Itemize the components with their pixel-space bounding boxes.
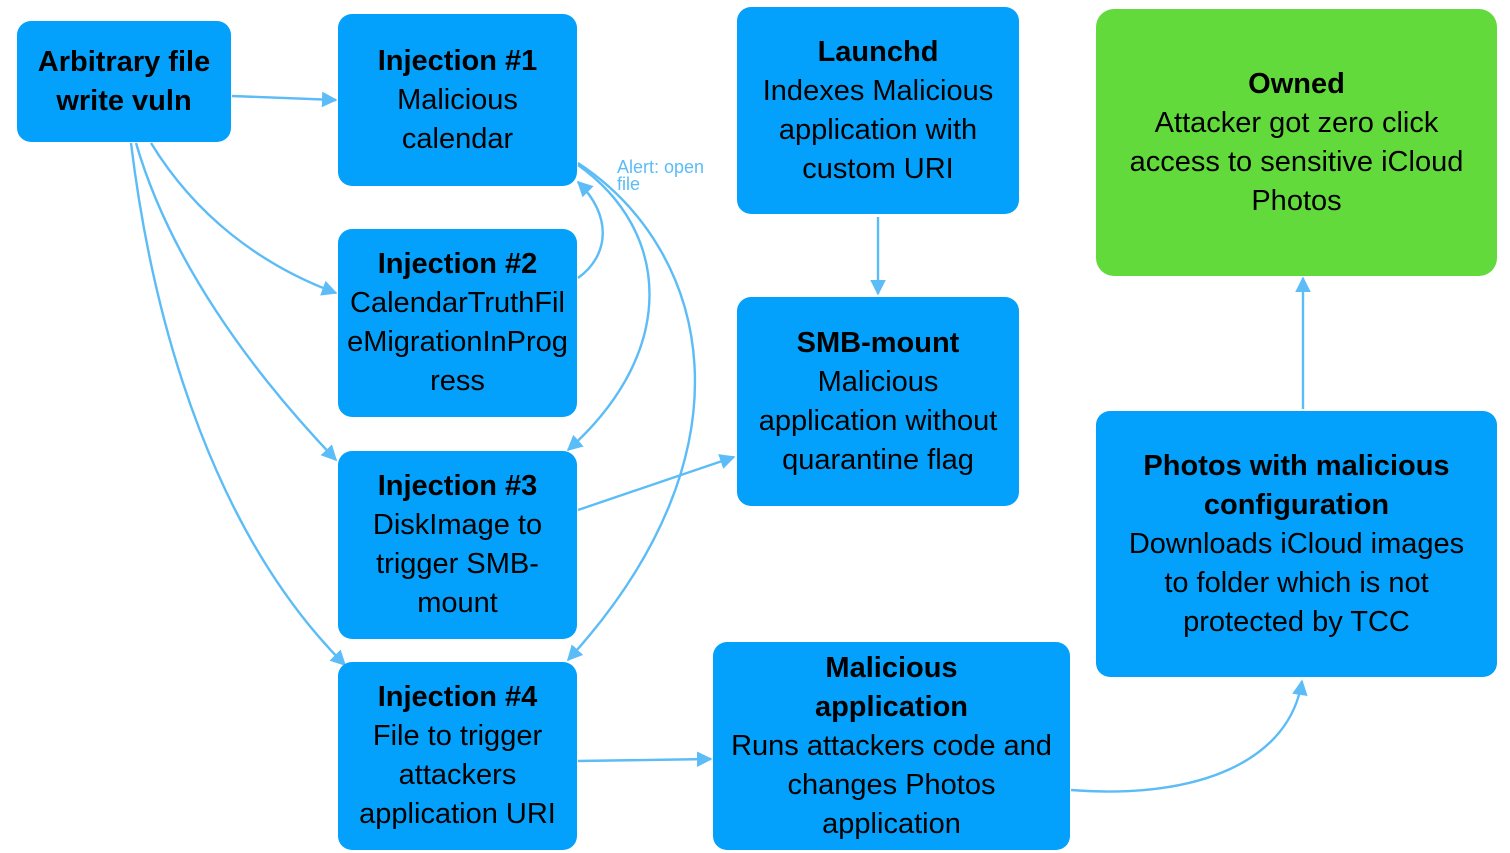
edge-vuln-to-inj1: [231, 91, 338, 108]
edge-inj4-to-malapp: [577, 751, 713, 768]
node-injection-2[interactable]: Injection #2 CalendarTruthFileMigrationI…: [338, 229, 577, 417]
node-title: Arbitrary file write vuln: [37, 45, 211, 117]
node-body: Malicious application without quarantine…: [758, 365, 998, 476]
edge-inj1-to-inj3: [566, 164, 651, 452]
node-title: SMB-mount: [796, 326, 960, 359]
node-body: Attacker got zero click access to sensit…: [1129, 106, 1464, 217]
node-title: Injection #3: [377, 470, 538, 502]
node-title: Launchd: [817, 35, 939, 68]
node-title: Photos with malicious configuration: [1143, 449, 1450, 521]
node-title: Owned: [1248, 67, 1345, 100]
edge-vuln-to-inj4: [129, 142, 347, 667]
edge-vuln-to-inj2: [149, 142, 338, 296]
node-malicious-application[interactable]: Malicious application Runs attackers cod…: [713, 642, 1070, 850]
node-launchd[interactable]: Launchd Indexes Malicious application wi…: [737, 7, 1019, 214]
node-title: Injection #4: [377, 681, 538, 713]
node-body: CalendarTruthFileMigrationInProgress: [347, 287, 568, 397]
node-body: Runs attackers code and changes Photos a…: [731, 729, 1052, 840]
node-body: Malicious calendar: [397, 83, 518, 155]
edge-inj2-to-inj1: [576, 180, 604, 279]
node-body: Downloads iCloud images to folder which …: [1128, 527, 1465, 638]
node-body: DiskImage to trigger SMB-mount: [372, 509, 543, 619]
node-title: Malicious application: [814, 651, 969, 723]
node-owned[interactable]: Owned Attacker got zero click access to …: [1096, 9, 1497, 276]
node-title: Injection #2: [377, 248, 538, 280]
edge-inj1-to-inj4: [566, 161, 697, 662]
node-body: Indexes Malicious application with custo…: [762, 74, 994, 185]
edge-vuln-to-inj3: [134, 142, 338, 462]
node-injection-1[interactable]: Injection #1 Malicious calendar: [338, 14, 577, 186]
edge-malapp-to-photos: [1070, 679, 1308, 793]
node-arbitrary-file-write-vuln[interactable]: Arbitrary file write vuln: [17, 21, 231, 142]
node-injection-3[interactable]: Injection #3 DiskImage to trigger SMB-mo…: [338, 451, 577, 639]
node-smb-mount[interactable]: SMB-mount Malicious application without …: [737, 297, 1019, 506]
edge-inj3-to-smb: [577, 454, 736, 512]
node-photos-malicious-config[interactable]: Photos with malicious configuration Down…: [1096, 411, 1497, 677]
node-body: File to trigger attackers application UR…: [359, 720, 556, 830]
edge-label-alert-open-file: Alert: open file: [617, 157, 705, 194]
node-title: Injection #1: [377, 44, 538, 77]
node-injection-4[interactable]: Injection #4 File to trigger attackers a…: [338, 662, 577, 850]
